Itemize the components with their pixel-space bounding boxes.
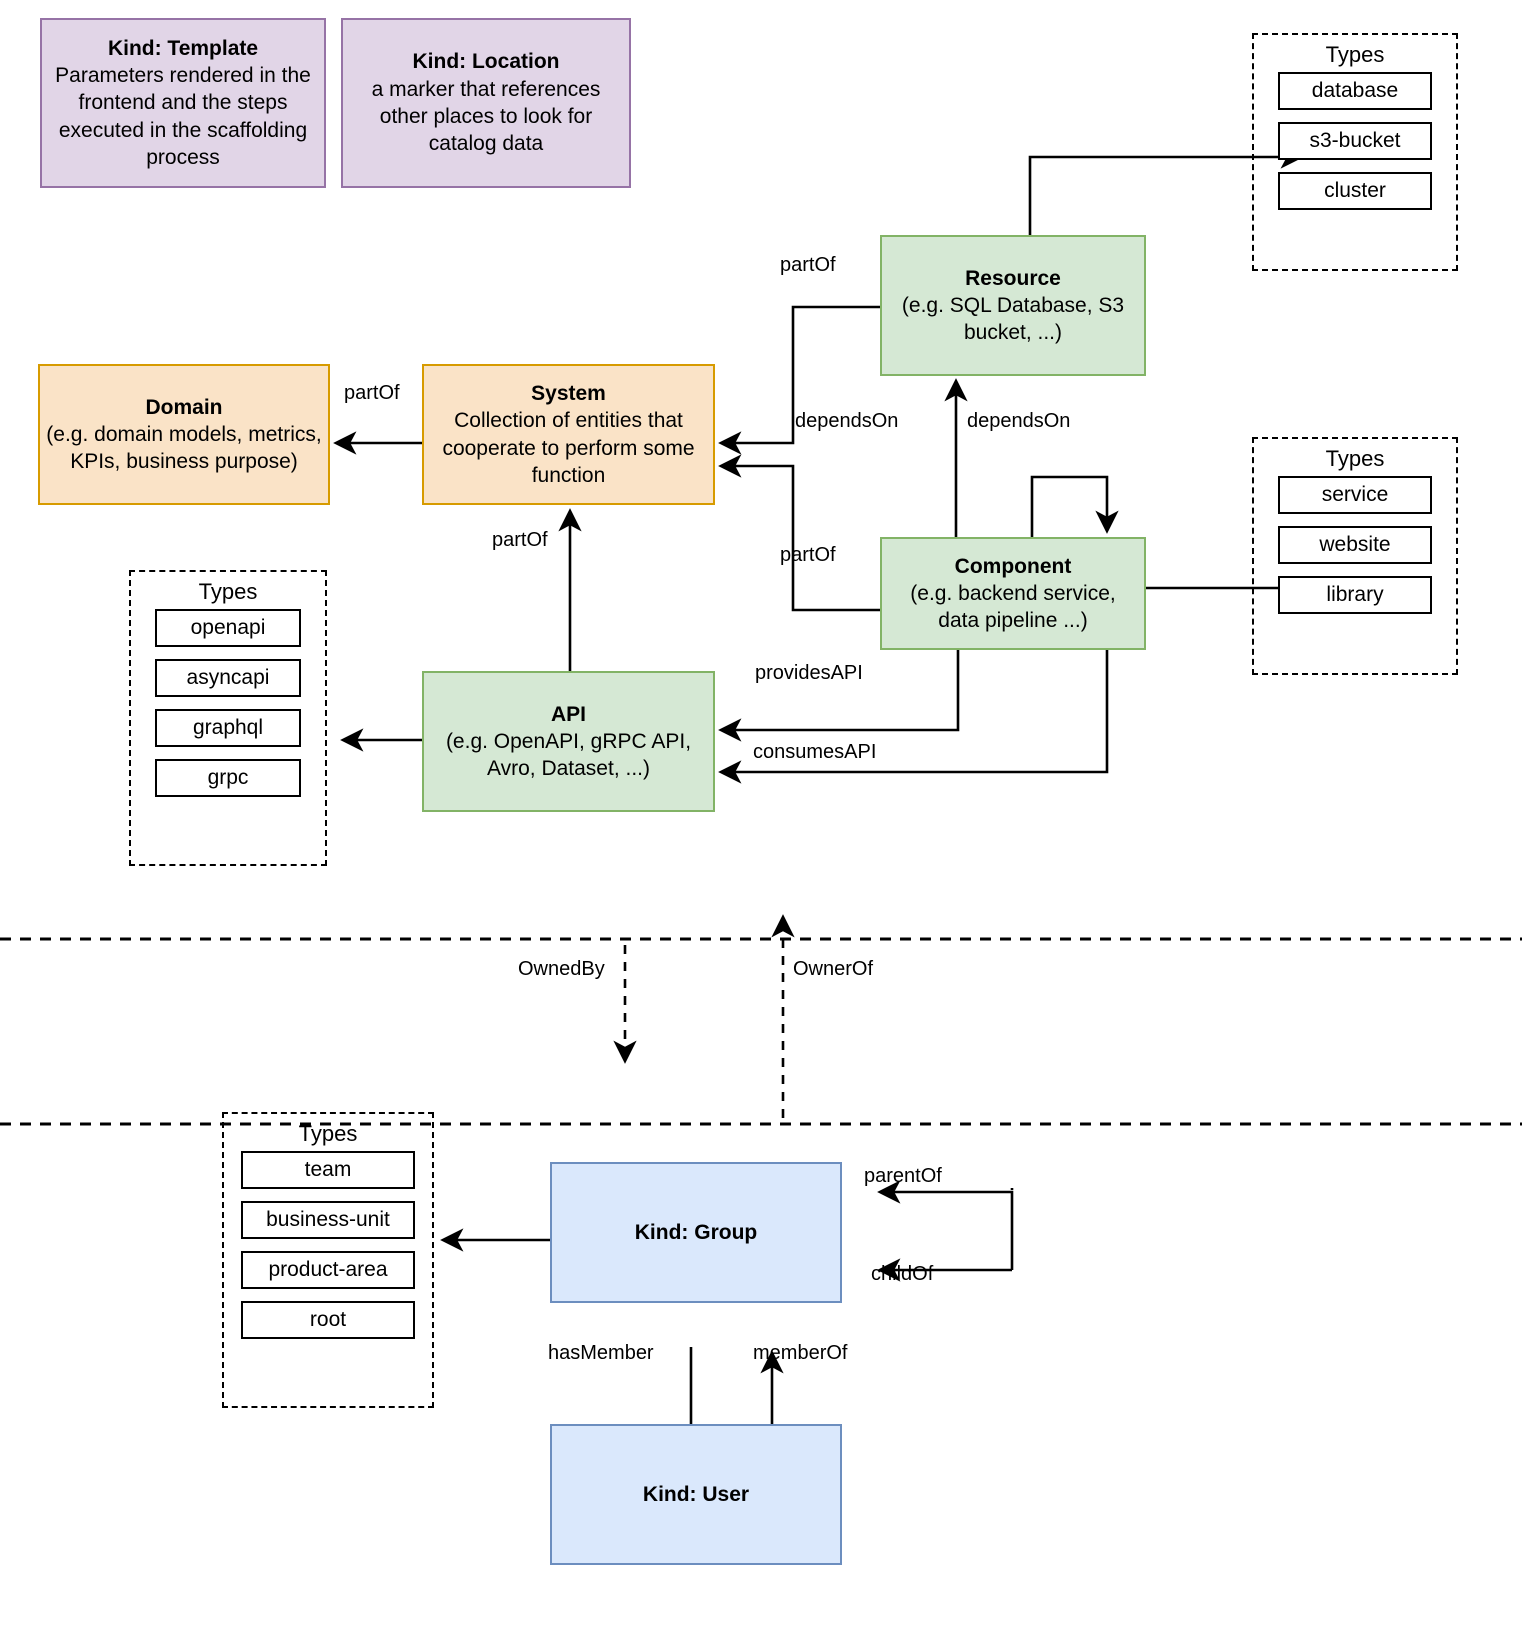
node-domain-desc: (e.g. domain models, metrics, KPIs, busi… xyxy=(46,422,322,474)
edge-label-childof: childOf xyxy=(871,1263,934,1285)
node-system-desc: Collection of entities that cooperate to… xyxy=(442,409,695,487)
node-api[interactable]: API (e.g. OpenAPI, gRPC API, Avro, Datas… xyxy=(422,671,715,812)
node-domain-title: Domain xyxy=(145,395,223,419)
edge-label-ownerof: OwnerOf xyxy=(793,958,874,980)
edge-component-partof-system xyxy=(718,454,880,612)
type-chip-s3-bucket[interactable]: s3-bucket xyxy=(1278,122,1432,160)
type-chip-business-unit[interactable]: business-unit xyxy=(241,1201,415,1239)
node-kind-group[interactable]: Kind: Group xyxy=(550,1162,842,1303)
types-group-component: Types service website library xyxy=(1252,437,1458,675)
edge-label-component-partof: partOf xyxy=(780,544,836,566)
edge-label-api-partof: partOf xyxy=(492,529,548,551)
node-resource-desc: (e.g. SQL Database, S3 bucket, ...) xyxy=(901,293,1125,345)
node-kind-template-title: Kind: Template xyxy=(107,36,259,60)
type-chip-database[interactable]: database xyxy=(1278,72,1432,110)
edge-label-hasmember: hasMember xyxy=(548,1342,654,1364)
edge-label-resource-partof: partOf xyxy=(780,254,836,276)
node-kind-location-title: Kind: Location xyxy=(412,50,560,74)
type-chip-graphql[interactable]: graphql xyxy=(155,709,301,747)
types-group-api: Types openapi asyncapi graphql grpc xyxy=(129,570,327,866)
edge-label-providesapi: providesAPI xyxy=(755,662,863,684)
edge-label-system-partof-domain: partOf xyxy=(344,382,400,404)
node-component-title: Component xyxy=(954,554,1072,578)
type-chip-grpc[interactable]: grpc xyxy=(155,759,301,797)
type-chip-root[interactable]: root xyxy=(241,1301,415,1339)
type-chip-cluster[interactable]: cluster xyxy=(1278,172,1432,210)
edge-label-component-dependson-component: dependsOn xyxy=(967,410,1071,432)
type-chip-asyncapi[interactable]: asyncapi xyxy=(155,659,301,697)
type-chip-team[interactable]: team xyxy=(241,1151,415,1189)
types-group-resource-title: Types xyxy=(1325,42,1385,67)
types-group-resource: Types database s3-bucket cluster xyxy=(1252,33,1458,271)
type-chip-service[interactable]: service xyxy=(1278,476,1432,514)
node-kind-group-title: Kind: Group xyxy=(634,1220,758,1244)
node-domain[interactable]: Domain (e.g. domain models, metrics, KPI… xyxy=(38,364,330,505)
type-chip-library[interactable]: library xyxy=(1278,576,1432,614)
node-system[interactable]: System Collection of entities that coope… xyxy=(422,364,715,505)
edge-label-parentof: parentOf xyxy=(864,1165,942,1187)
types-group-component-title: Types xyxy=(1325,446,1385,471)
node-system-title: System xyxy=(531,381,606,405)
node-resource-title: Resource xyxy=(965,266,1061,290)
types-group-group-title: Types xyxy=(298,1121,358,1146)
node-kind-user[interactable]: Kind: User xyxy=(550,1424,842,1565)
edge-component-dependson-component xyxy=(1030,475,1119,537)
node-api-title: API xyxy=(550,702,586,726)
edge-label-component-dependson-resource: dependsOn xyxy=(795,410,899,432)
types-group-api-title: Types xyxy=(198,579,258,604)
node-api-desc: (e.g. OpenAPI, gRPC API, Avro, Dataset, … xyxy=(445,729,692,781)
edge-label-memberof: memberOf xyxy=(753,1342,848,1364)
edge-label-consumesapi: consumesAPI xyxy=(753,741,877,763)
node-kind-location-desc: a marker that references other places to… xyxy=(371,77,601,156)
node-kind-location[interactable]: Kind: Location a marker that references … xyxy=(341,18,631,188)
node-component-desc: (e.g. backend service, data pipeline ...… xyxy=(910,581,1116,633)
types-group-group: Types team business-unit product-area ro… xyxy=(222,1112,434,1408)
node-kind-template[interactable]: Kind: Template Parameters rendered in th… xyxy=(40,18,326,188)
node-resource[interactable]: Resource (e.g. SQL Database, S3 bucket, … xyxy=(880,235,1146,376)
edge-group-parentof-line xyxy=(877,1180,1014,1270)
edge-label-ownedby: OwnedBy xyxy=(518,958,605,980)
node-kind-template-desc: Parameters rendered in the frontend and … xyxy=(55,64,311,169)
type-chip-product-area[interactable]: product-area xyxy=(241,1251,415,1289)
node-kind-user-title: Kind: User xyxy=(642,1482,750,1506)
node-component[interactable]: Component (e.g. backend service, data pi… xyxy=(880,537,1146,650)
type-chip-openapi[interactable]: openapi xyxy=(155,609,301,647)
type-chip-website[interactable]: website xyxy=(1278,526,1432,564)
